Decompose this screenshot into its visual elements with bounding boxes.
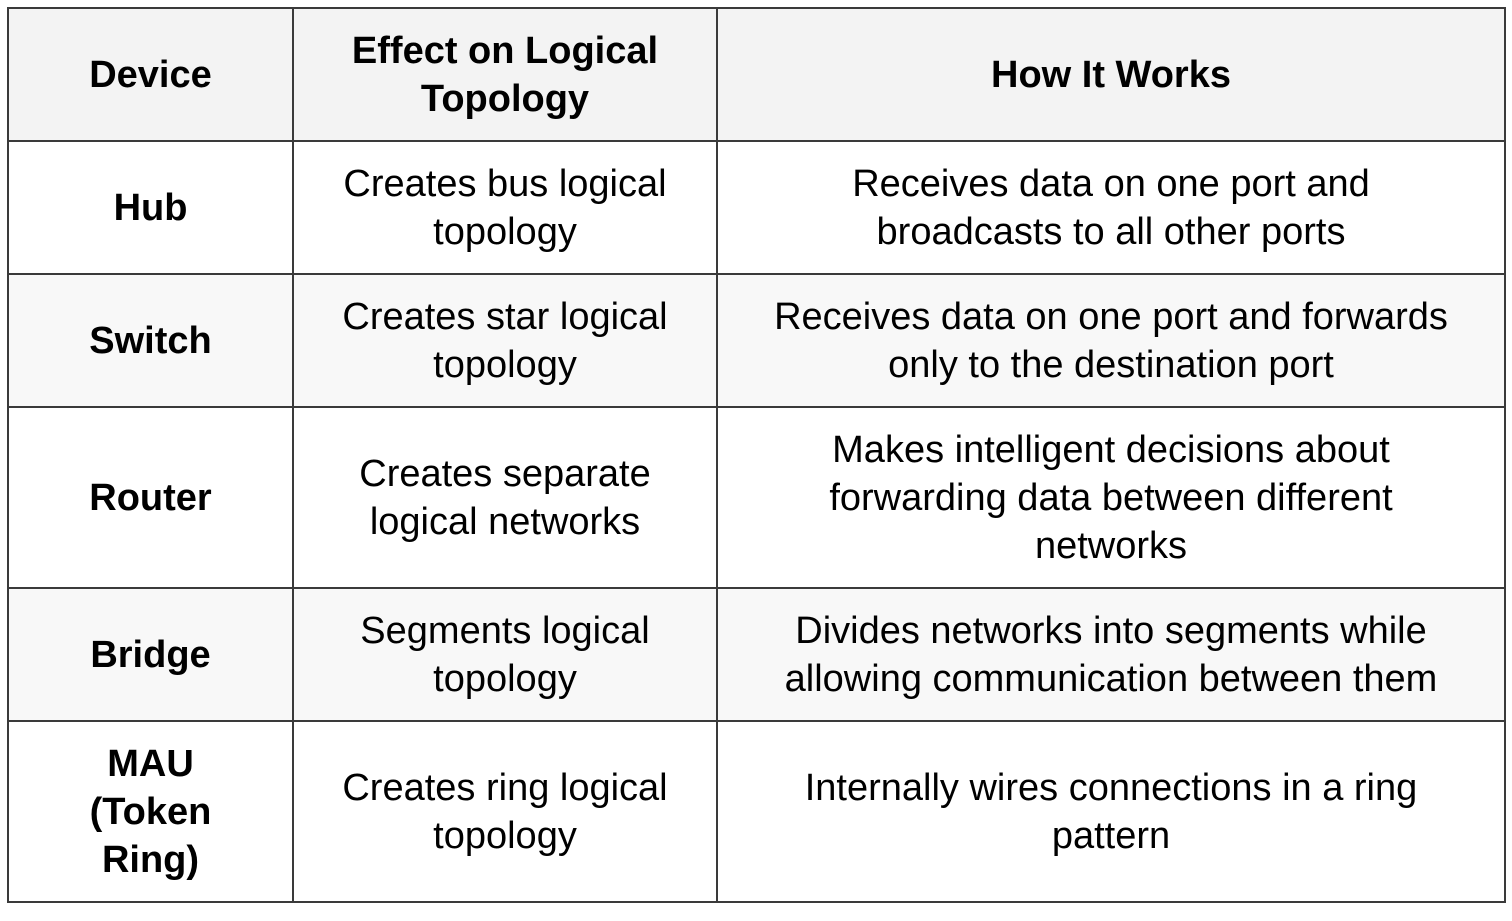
table-row: Switch Creates star logical topology Rec… [7,273,1506,408]
effect-cell: Segments logical topology [292,587,718,722]
how-it-works-cell: Receives data on one port and broadcasts… [716,140,1506,275]
how-it-works-text: Internally wires connections in a ring p… [804,766,1418,857]
device-cell: Router [7,406,294,589]
effect-text: Creates ring logical topology [342,766,668,857]
how-it-works-cell: Internally wires connections in a ring p… [716,720,1506,903]
effect-cell: Creates ring logical topology [292,720,718,903]
device-cell: Hub [7,140,294,275]
table-row: Bridge Segments logical topology Divides… [7,587,1506,722]
how-it-works-text: Makes intelligent decisions about forwar… [829,428,1393,567]
effect-cell: Creates star logical topology [292,273,718,408]
effect-cell: Creates separate logical networks [292,406,718,589]
how-it-works-text: Receives data on one port and forwards o… [774,295,1448,386]
device-cell: Bridge [7,587,294,722]
header-effect: Effect on Logical Topology [292,7,718,142]
header-device: Device [7,7,294,142]
effect-text: Segments logical topology [360,609,650,700]
device-topology-table: Device Effect on Logical Topology How It… [7,7,1506,903]
device-text: MAU (Token Ring) [89,742,212,881]
header-effect-label: Effect on Logical Topology [351,29,659,120]
how-it-works-cell: Receives data on one port and forwards o… [716,273,1506,408]
how-it-works-cell: Divides networks into segments while all… [716,587,1506,722]
table-row: Router Creates separate logical networks… [7,406,1506,589]
how-it-works-cell: Makes intelligent decisions about forwar… [716,406,1506,589]
table-row: Hub Creates bus logical topology Receive… [7,140,1506,275]
effect-text: Creates bus logical topology [343,162,667,253]
table-header-row: Device Effect on Logical Topology How It… [7,7,1506,142]
effect-cell: Creates bus logical topology [292,140,718,275]
how-it-works-text: Receives data on one port and broadcasts… [852,162,1370,253]
effect-text: Creates separate logical networks [359,452,651,543]
effect-text: Creates star logical topology [342,295,668,386]
how-it-works-text: Divides networks into segments while all… [784,609,1438,700]
header-how-it-works: How It Works [716,7,1506,142]
table-row: MAU (Token Ring) Creates ring logical to… [7,720,1506,903]
device-cell: Switch [7,273,294,408]
device-cell: MAU (Token Ring) [7,720,294,903]
